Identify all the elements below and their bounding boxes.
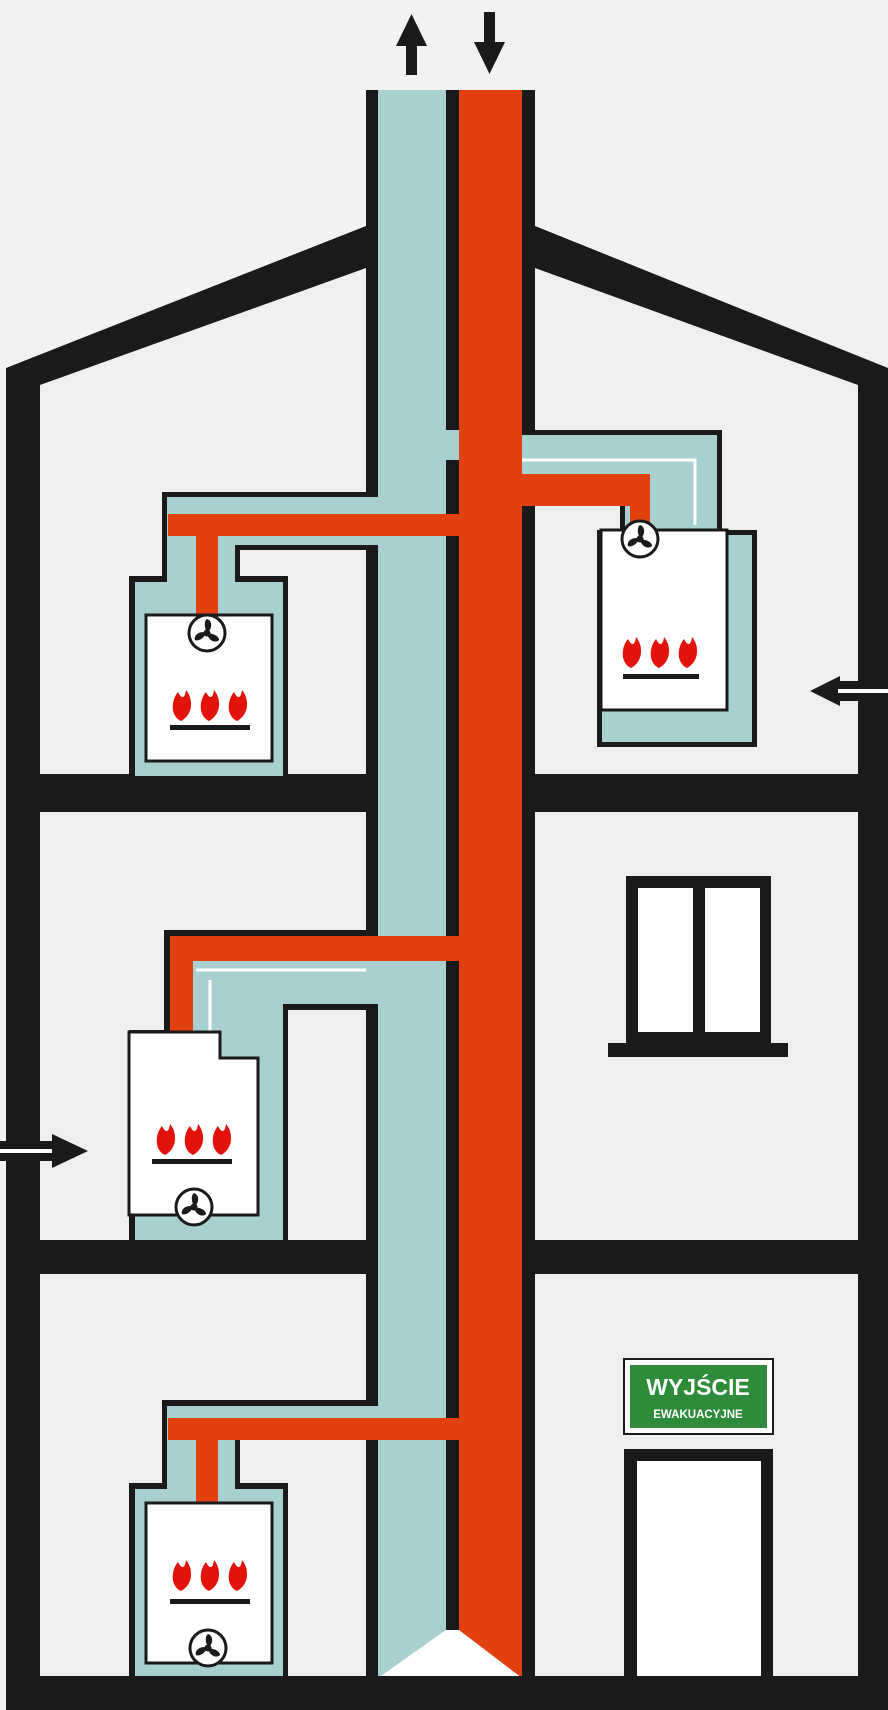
double-line-arrow-right-icon: [0, 1134, 88, 1168]
fan-icon: [188, 1628, 228, 1668]
exit-sign: WYJŚCIE EWAKUACYJNE: [623, 1358, 774, 1435]
boiler-top-left: [144, 613, 274, 763]
shaft-base-cap: [378, 1630, 522, 1678]
fan-icon: [187, 613, 227, 653]
window: [608, 876, 788, 1057]
boiler-bottom-left: [144, 1501, 274, 1668]
boiler-middle-left: [127, 1030, 260, 1227]
fan-icon: [620, 519, 660, 559]
chimney-shaft: [366, 90, 535, 1710]
arrow-up-icon: [396, 14, 427, 75]
door: [624, 1449, 773, 1682]
exit-sign-title: WYJŚCIE: [646, 1373, 750, 1400]
boiler-top-right: [599, 519, 729, 712]
flue-duct-main: [459, 90, 522, 1678]
double-line-arrow-left-icon: [810, 676, 888, 706]
arrow-down-icon: [474, 12, 505, 74]
fan-icon: [174, 1187, 214, 1227]
ground-floor: [6, 1676, 888, 1710]
air-duct-main: [378, 90, 446, 1678]
exit-sign-subtitle: EWAKUACYJNE: [653, 1409, 743, 1421]
